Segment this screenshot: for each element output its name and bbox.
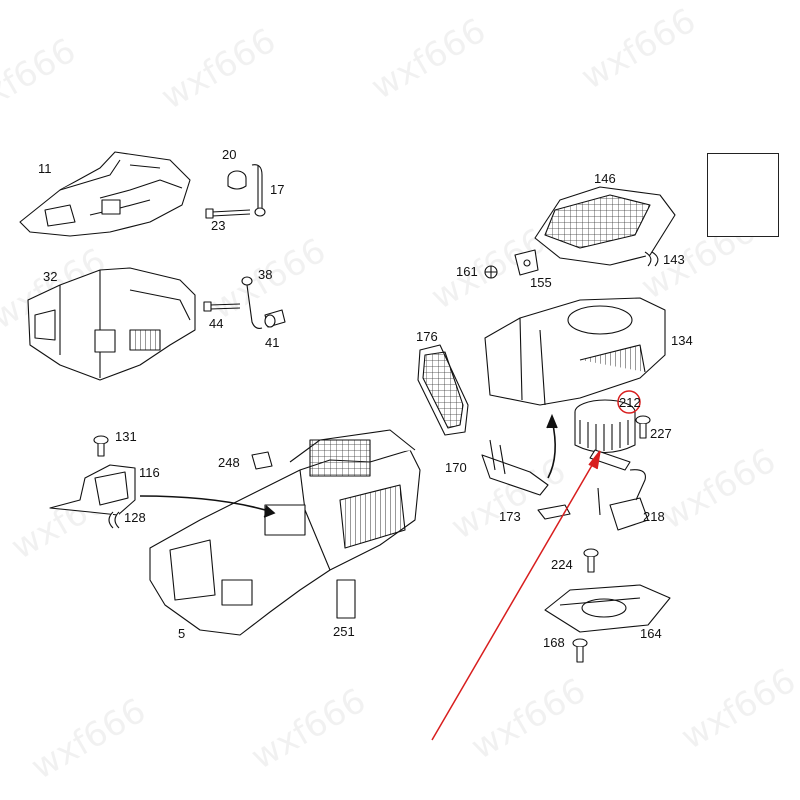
part-label-227: 227 [650,426,672,441]
part-label-5: 5 [178,626,186,641]
part-170-bracket [481,439,549,496]
highlight-leader-line [431,454,599,741]
part-32-housing [27,267,196,381]
svg-text:wxf666: wxf666 [655,441,783,538]
part-131-screw [93,435,109,457]
legend-box [707,153,779,237]
svg-text:wxf666: wxf666 [675,661,800,758]
part-label-164: 164 [640,626,662,641]
part-5-hvac-module [149,429,421,636]
svg-text:wxf666: wxf666 [155,21,283,118]
part-label-176: 176 [416,329,438,344]
part-20-grommet [227,170,247,190]
part-label-248: 248 [218,455,240,470]
part-212-blower-motor [574,399,636,471]
part-label-251: 251 [333,624,355,639]
assembly-arrows [139,413,558,518]
part-161-screw [484,265,498,279]
part-168-screw [572,638,588,663]
part-164-lower-cover [544,584,671,633]
part-224-screw [583,548,599,573]
part-label-38: 38 [258,267,273,282]
part-label-44: 44 [209,316,224,331]
part-11-upper-housing [19,151,191,237]
part-label-161: 161 [456,264,478,279]
part-label-131: 131 [115,429,137,444]
part-128-clip [108,511,120,529]
svg-text:wxf666: wxf666 [245,681,373,778]
svg-text:wxf666: wxf666 [365,11,493,108]
part-218-resistor [597,469,649,531]
part-41-grommet [264,309,286,328]
part-116-duct [49,464,136,516]
part-label-155: 155 [530,275,552,290]
part-label-170: 170 [445,460,467,475]
part-143-clip [644,251,659,267]
part-23-bolt [205,208,251,219]
highlight-arrowhead [588,450,601,470]
part-251-filter-element [336,579,356,619]
highlight-212 [431,390,641,741]
part-label-218: 218 [643,509,665,524]
part-38-rod [241,276,263,329]
part-44-bolt [203,301,241,312]
part-label-17: 17 [270,182,285,197]
part-label-116: 116 [139,465,160,480]
svg-text:wxf666: wxf666 [25,691,153,788]
part-label-224: 224 [551,557,573,572]
part-label-143: 143 [663,252,685,267]
part-17-rod [251,164,266,217]
part-label-41: 41 [265,335,280,350]
part-label-11: 11 [38,161,52,176]
part-label-20: 20 [222,147,237,162]
part-248-clip [251,451,273,470]
part-155-bracket [514,249,539,276]
part-label-128: 128 [124,510,146,525]
part-label-23: 23 [211,218,226,233]
svg-text:wxf666: wxf666 [575,1,703,98]
part-label-212: 212 [619,395,641,410]
part-176-filter [417,344,469,436]
part-label-134: 134 [671,333,693,348]
part-146-cover [534,186,676,266]
part-label-173: 173 [499,509,521,524]
part-227-screw [635,415,651,439]
highlight-circle [617,390,641,414]
part-134-blower-housing [484,297,666,406]
svg-text:wxf666: wxf666 [465,671,593,768]
svg-text:wxf666: wxf666 [0,31,83,128]
part-label-146: 146 [594,171,616,186]
part-label-168: 168 [543,635,565,650]
part-label-32: 32 [43,269,58,284]
